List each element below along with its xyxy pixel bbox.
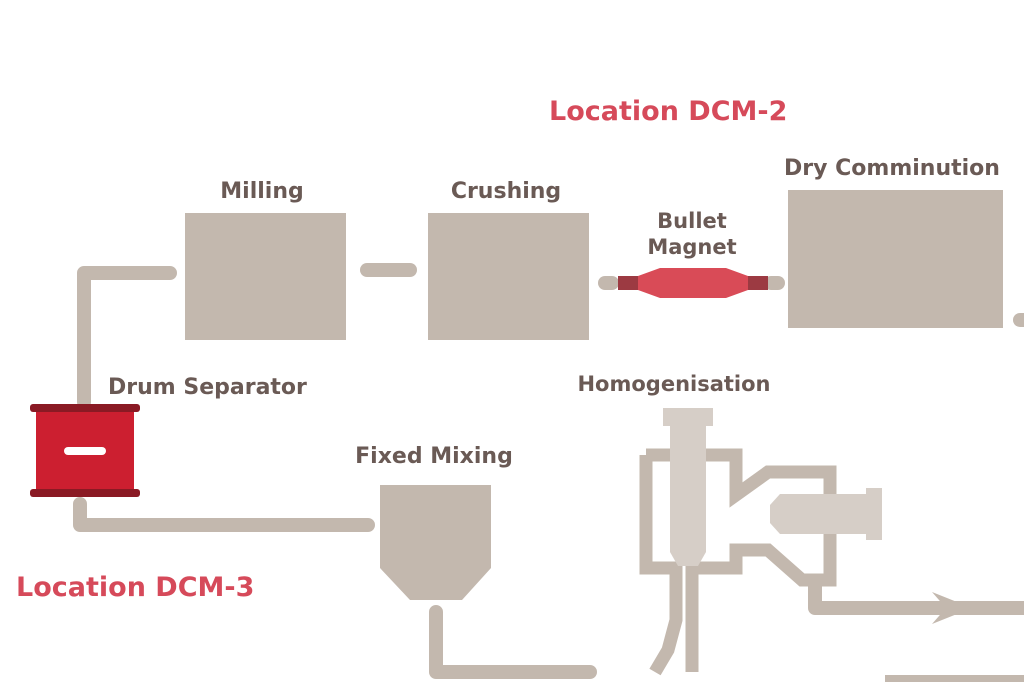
crushing-label: Crushing	[451, 179, 561, 204]
pipe-drum-to-mixing	[73, 497, 375, 532]
bullet-magnet-body	[638, 268, 748, 298]
homogenisation-motor-flange	[866, 488, 882, 540]
crushing-unit	[428, 213, 589, 340]
pipe-homogenisation-output	[808, 578, 1024, 615]
drum-separator-bottom-rim	[30, 489, 140, 497]
homogenisation-housing	[646, 448, 837, 672]
homogenisation-cap	[663, 408, 713, 426]
location-dcm3-label: Location DCM-3	[16, 572, 254, 603]
pipe-bottom-right	[885, 675, 1024, 682]
fixed-mixing-label: Fixed Mixing	[355, 444, 513, 469]
dry-comminution-unit	[788, 190, 1003, 328]
drum-separator-label: Drum Separator	[108, 375, 307, 400]
bullet-magnet-end-right	[748, 276, 768, 290]
pipe-mixing-to-homogenisation	[429, 605, 597, 679]
homogenisation-cylinder	[670, 426, 706, 566]
pipe-drum-to-milling	[77, 266, 177, 409]
location-dcm2-label: Location DCM-2	[549, 96, 787, 127]
drum-separator	[30, 404, 140, 497]
homogenisation-housing-left	[639, 455, 683, 676]
drum-separator-slot	[64, 447, 106, 455]
bullet-magnet-label-line2: Magnet	[647, 235, 736, 259]
bullet-magnet	[618, 268, 768, 298]
homogenisation-label: Homogenisation	[577, 372, 770, 396]
fixed-mixing-hopper	[380, 485, 491, 600]
homogenisation-motor-nozzle	[770, 494, 780, 534]
bullet-magnet-end-left	[618, 276, 638, 290]
milling-unit	[185, 213, 346, 340]
homogenisation-unit	[639, 408, 882, 676]
milling-label: Milling	[220, 179, 303, 204]
dry-comminution-label: Dry Comminution	[784, 156, 1000, 181]
arrow-right-icon	[932, 592, 972, 624]
drum-separator-top-rim	[30, 404, 140, 412]
bullet-magnet-label-line1: Bullet	[657, 209, 727, 233]
pipes	[73, 263, 1024, 679]
homogenisation-motor-body	[780, 494, 870, 534]
